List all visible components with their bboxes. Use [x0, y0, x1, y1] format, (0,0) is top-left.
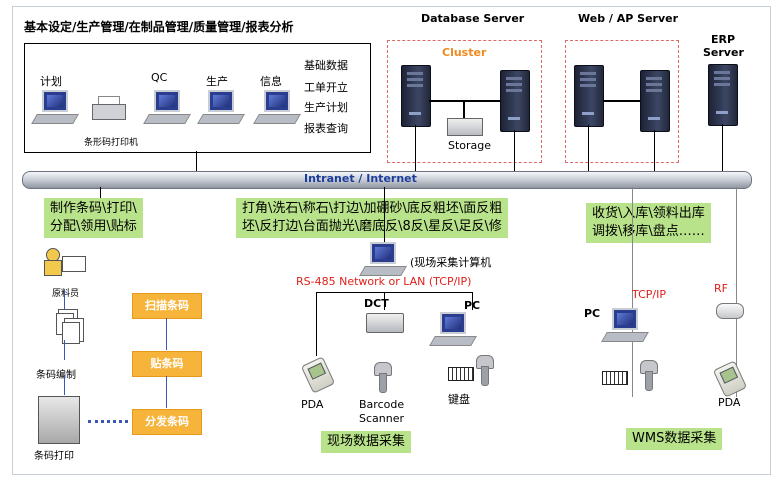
field-collection-footer: 现场数据采集	[321, 431, 412, 453]
operator-label: 原料员	[52, 289, 80, 299]
erp-server-icon	[708, 64, 738, 126]
flow-arrow	[64, 375, 65, 395]
db-bus-link	[514, 130, 515, 171]
printer-icon	[92, 96, 126, 122]
web-ap-box	[565, 40, 679, 163]
scanner-label-line2: Scanner	[359, 412, 405, 425]
office-bus-link	[196, 151, 197, 171]
field-network-line	[316, 292, 472, 293]
flow-arrow	[64, 340, 65, 360]
function-production-plan: 生产计划	[304, 101, 348, 114]
cluster-box	[387, 40, 542, 163]
barcode-compile-label: 条码编制	[36, 370, 76, 381]
flow-arrow	[64, 290, 65, 310]
erp-bus-link	[722, 124, 723, 171]
scanner-label-line1: Barcode	[359, 398, 405, 411]
wms-tasks-note: 收货\入库\领料出库 调拨\移库\盘点……	[586, 203, 711, 243]
pc-link	[472, 292, 473, 310]
step-scan-barcode: 扫描条码	[132, 293, 202, 319]
barcode-print-label: 条码打印	[34, 451, 74, 462]
step-distribute-barcode: 分发条码	[132, 409, 202, 435]
network-bus	[22, 171, 752, 189]
database-server-icon	[500, 70, 530, 132]
wms-link	[736, 187, 737, 397]
protocol-label: RS-485 Network or LAN (TCP/IP)	[296, 275, 472, 288]
erp-label-line2: Server	[703, 46, 744, 59]
wms-collection-footer: WMS数据采集	[626, 428, 723, 450]
pc-label: PC	[464, 299, 481, 312]
barcode-printer-label: 条形码打印机	[84, 138, 139, 148]
keyboard-label: 键盘	[448, 393, 470, 406]
storage-label: Storage	[448, 139, 492, 152]
computer-icon	[197, 90, 246, 124]
computer-icon	[143, 90, 192, 124]
web-ap-server-label: Web / AP Server	[578, 12, 679, 25]
wms-link	[632, 187, 633, 397]
flow-arrow	[166, 376, 167, 408]
computer-icon	[253, 90, 302, 124]
barcode-tasks-note: 制作条码\打印\ 分配\领用\贴标	[44, 198, 143, 238]
wms-tasks-line2: 调拨\移库\盘点……	[592, 224, 705, 239]
operator-icon	[42, 248, 86, 282]
wms-pda-label: PDA	[718, 396, 741, 409]
function-basic-data: 基础数据	[304, 59, 348, 72]
database-server-label: Database Server	[421, 12, 525, 25]
function-report-query: 报表查询	[304, 122, 348, 135]
flow-arrow	[166, 318, 167, 350]
process-steps-line1: 打角\洗石\称石\打边\加硼砂\底反粗坯\面反粗	[242, 201, 503, 216]
page-title: 基本设定/生产管理/在制品管理/质量管理/报表分析	[24, 20, 294, 34]
rf-access-point-icon	[716, 303, 744, 319]
dct-device-icon	[366, 313, 404, 333]
process-steps-line2: 坯\反打边\台面抛光\磨底反\8反\星反\足反\修	[242, 219, 502, 234]
station-group-box	[24, 43, 371, 153]
web-server-icon	[640, 70, 670, 132]
middle-bus-link	[384, 187, 385, 242]
pda-label: PDA	[301, 398, 324, 411]
left-bus-link	[100, 187, 101, 198]
station-label-plan: 计划	[40, 75, 62, 88]
web-bus-link	[588, 125, 589, 171]
computer-icon	[31, 90, 80, 124]
wms-tasks-line1: 收货\入库\领料出库	[592, 206, 705, 221]
collection-computer-icon	[359, 242, 408, 276]
tcpip-label: TCP/IP	[632, 288, 666, 301]
web-bus-link	[654, 130, 655, 171]
rf-label: RF	[714, 282, 728, 295]
web-connector	[603, 100, 640, 102]
collection-computer-label: (现场采集计算机	[410, 256, 492, 269]
step-attach-barcode: 贴条码	[132, 351, 202, 377]
keyboard-icon	[602, 371, 628, 385]
barcode-tasks-line2: 分配\领用\贴标	[50, 219, 137, 234]
db-bus-link	[415, 125, 416, 171]
web-server-icon	[574, 65, 604, 127]
barcode-scanner-icon	[374, 362, 392, 393]
bus-label: Intranet / Internet	[304, 172, 417, 185]
barcode-scanner-icon	[476, 355, 494, 386]
station-label-qc: QC	[151, 71, 168, 84]
document-icon	[62, 322, 80, 344]
process-steps-note: 打角\洗石\称石\打边\加硼砂\底反粗坯\面反粗 坯\反打边\台面抛光\磨底反\…	[236, 198, 509, 238]
computer-icon	[429, 312, 478, 346]
keyboard-icon	[448, 367, 474, 381]
station-label-info: 信息	[260, 75, 282, 88]
barcode-scanner-icon	[640, 360, 658, 391]
pda-link	[316, 292, 317, 356]
storage-connector	[463, 100, 465, 118]
function-work-order: 工单开立	[304, 81, 348, 94]
erp-label-line1: ERP	[711, 33, 736, 46]
station-label-production: 生产	[206, 75, 228, 88]
flow-arrow	[88, 420, 128, 423]
dct-label: DCT	[364, 297, 389, 310]
wms-pc-label: PC	[584, 307, 601, 320]
barcode-printer-icon	[38, 396, 80, 444]
dct-link	[384, 292, 385, 310]
cluster-label: Cluster	[442, 46, 487, 59]
database-server-icon	[401, 65, 431, 127]
computer-icon	[601, 308, 650, 342]
storage-icon	[447, 118, 483, 136]
barcode-tasks-line1: 制作条码\打印\	[50, 201, 137, 216]
